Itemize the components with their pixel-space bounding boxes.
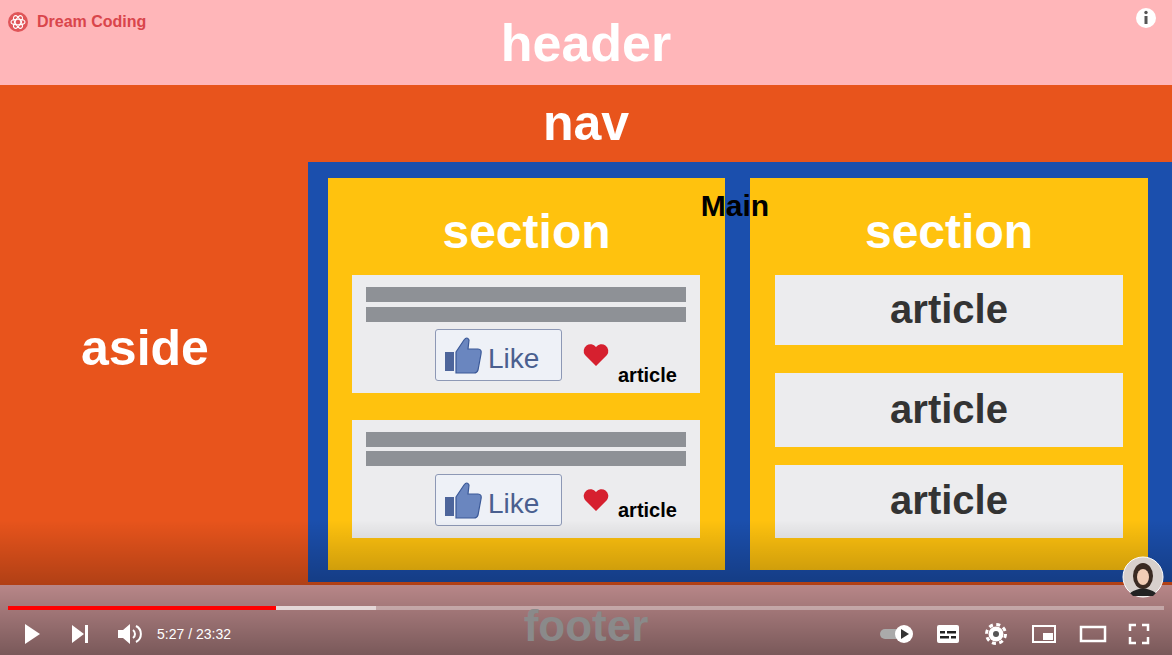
text-bar xyxy=(366,307,686,322)
thumb-cuff xyxy=(445,497,454,516)
avatar-ground xyxy=(1123,557,1163,597)
logo-orbit xyxy=(12,15,24,30)
section-box: sectionarticleLikearticleLike xyxy=(328,178,725,570)
region-label: Main xyxy=(675,190,795,222)
region-label: nav xyxy=(0,97,1172,149)
region-label: section xyxy=(328,207,725,257)
article-card: article Like xyxy=(352,275,700,393)
section-box: section article article article xyxy=(750,178,1148,570)
article-card: article xyxy=(775,465,1123,538)
fullscreen-button xyxy=(1130,625,1148,643)
gear-body xyxy=(989,627,1004,642)
footer-band: footer xyxy=(0,585,1172,655)
article-card: article xyxy=(775,275,1123,345)
next-button xyxy=(72,625,88,643)
sound-wave xyxy=(136,626,141,642)
button-label: Like xyxy=(488,489,558,519)
miniplayer-button xyxy=(1033,626,1055,642)
info-circle xyxy=(1136,8,1156,28)
presenter-avatar xyxy=(1123,557,1163,597)
region-label: header xyxy=(0,16,1172,70)
article-label: article xyxy=(775,479,1123,521)
player-shade xyxy=(0,520,1172,655)
avatar-shoulders xyxy=(1130,589,1156,597)
settings-button xyxy=(987,625,1006,644)
captions-line xyxy=(940,636,949,639)
button-label: Like xyxy=(488,344,558,374)
autoplay-toggle xyxy=(880,625,913,643)
nav-band: nav xyxy=(0,85,1172,162)
info-stem xyxy=(1145,16,1148,24)
volume-button xyxy=(118,624,141,644)
thumb-cuff xyxy=(445,352,454,371)
avatar-face xyxy=(1137,569,1149,585)
captions-line xyxy=(947,631,956,634)
like-button: Like xyxy=(435,329,562,381)
toggle-track xyxy=(880,629,904,639)
next-bar xyxy=(85,625,88,643)
toggle-knob xyxy=(895,625,913,643)
article-label: article xyxy=(618,499,698,521)
channel-name: Dream Coding xyxy=(37,13,146,31)
region-label: aside xyxy=(0,322,290,374)
captions-button xyxy=(937,625,959,643)
channel-logo-icon xyxy=(8,12,28,32)
text-bar xyxy=(366,432,686,447)
thumb-hand xyxy=(456,338,481,373)
avatar-hair xyxy=(1133,563,1153,589)
gear-hole xyxy=(993,631,999,637)
thumb-icon xyxy=(445,338,481,373)
heart-icon xyxy=(584,344,609,366)
article-card: article xyxy=(775,373,1123,447)
captions-line xyxy=(940,631,945,634)
aside-panel: aside xyxy=(0,162,308,585)
thumb-icon xyxy=(445,483,481,518)
sound-wave xyxy=(133,630,135,638)
info-icon xyxy=(1136,8,1156,28)
time-display: 5:27 / 23:32 xyxy=(157,625,231,643)
article-card: article Like xyxy=(352,420,700,538)
main-container: MainsectionarticleLikearticleLikesection… xyxy=(308,162,1172,582)
info-dot xyxy=(1144,11,1147,14)
heart-icon xyxy=(584,489,609,511)
header-band: header xyxy=(0,0,1172,85)
progress-track xyxy=(8,606,1164,610)
article-label: article xyxy=(775,388,1123,430)
progress-buffer xyxy=(8,606,376,610)
play-button xyxy=(25,624,40,644)
miniplayer-inset xyxy=(1043,633,1053,640)
region-label: section xyxy=(750,207,1148,257)
article-label: article xyxy=(618,364,698,386)
captions-line xyxy=(951,636,956,639)
captions-frame xyxy=(937,625,959,643)
logo-circle xyxy=(8,12,28,32)
theater-button xyxy=(1081,627,1105,641)
speaker xyxy=(118,624,130,644)
gear-teeth xyxy=(987,625,1006,644)
article-label: article xyxy=(775,288,1123,330)
like-button: Like xyxy=(435,474,562,526)
logo-orbit xyxy=(12,15,24,30)
miniplayer-frame xyxy=(1033,626,1055,642)
progress-played xyxy=(8,606,276,610)
thumb-hand xyxy=(456,483,481,518)
toggle-play xyxy=(901,629,909,639)
next-triangle xyxy=(72,625,84,643)
logo-orbit xyxy=(11,19,25,25)
text-bar xyxy=(366,451,686,466)
text-bar xyxy=(366,287,686,302)
